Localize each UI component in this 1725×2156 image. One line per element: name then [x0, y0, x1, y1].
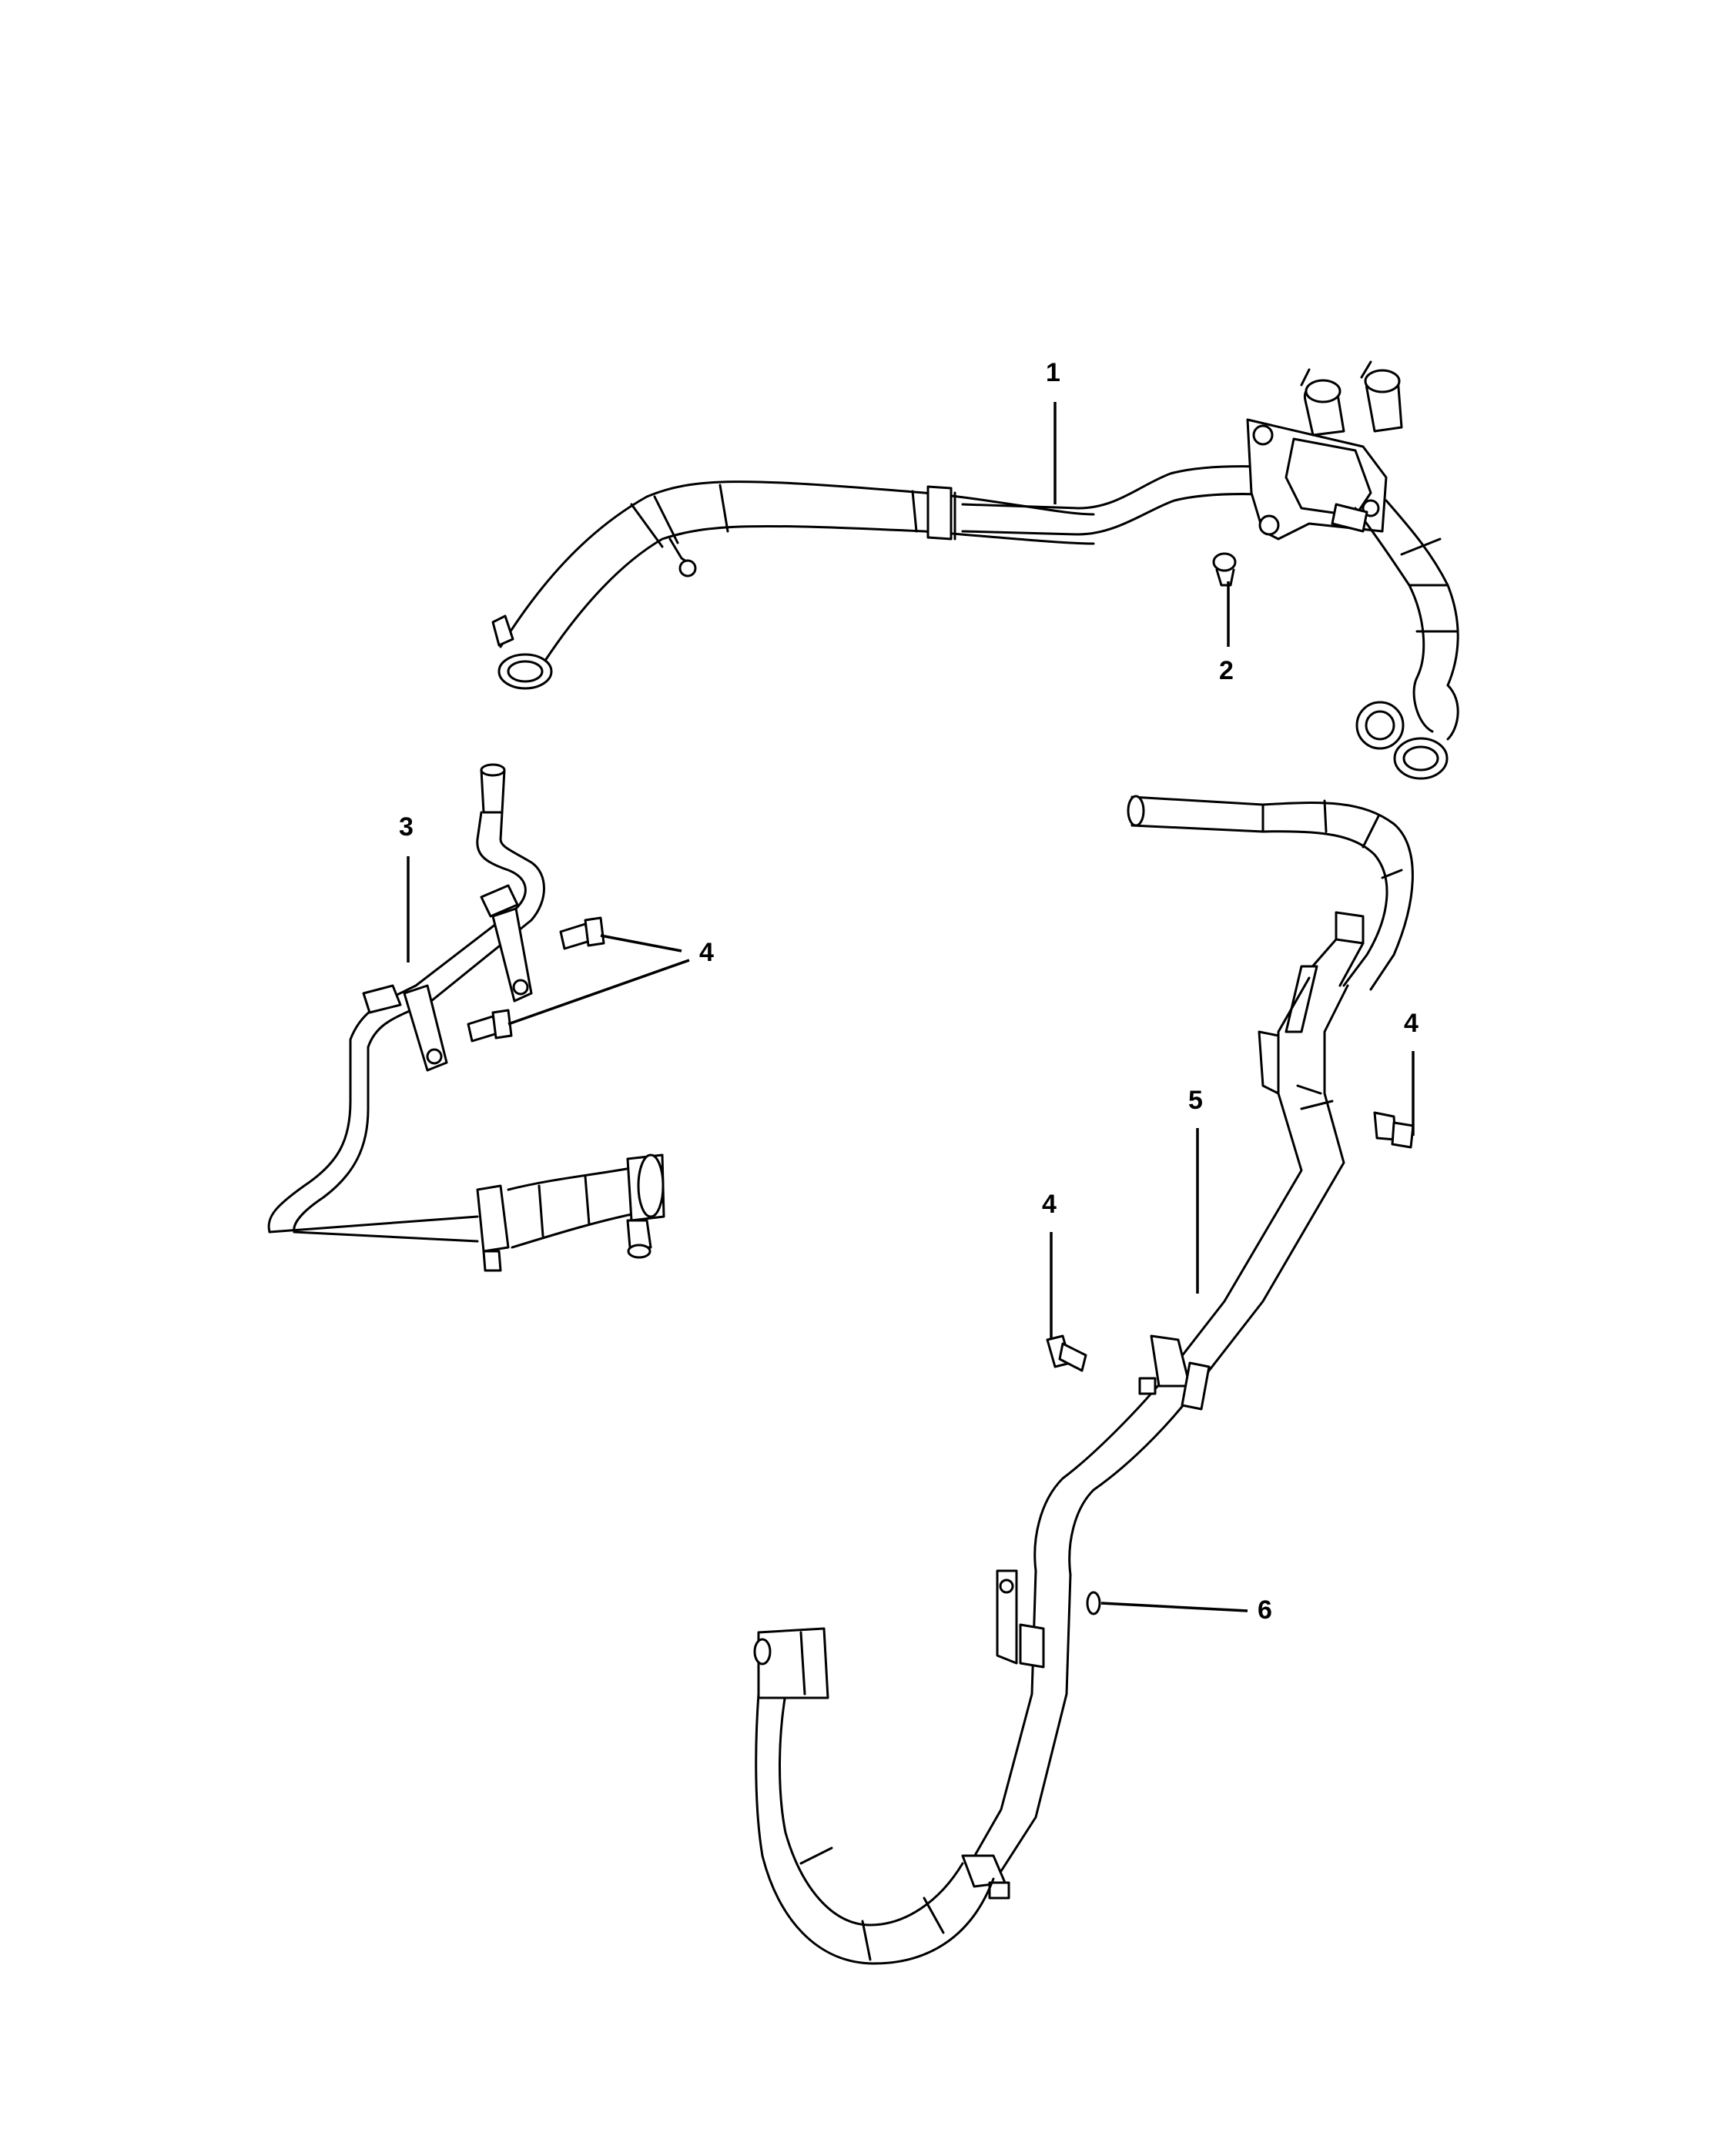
- leader-lines: [407, 402, 1415, 1612]
- callout-4-center: 4: [1042, 1190, 1057, 1219]
- part-3-hose-tube-assembly[interactable]: [267, 763, 665, 1272]
- callout-5: 5: [1188, 1086, 1203, 1115]
- part-2-fastener[interactable]: [1212, 552, 1237, 587]
- part-6-seal[interactable]: [1086, 1591, 1101, 1615]
- callout-2: 2: [1219, 656, 1234, 685]
- callout-6: 6: [1258, 1595, 1272, 1625]
- callout-4-right: 4: [1404, 1009, 1419, 1038]
- part-1-heater-hose-assembly[interactable]: [491, 360, 1459, 780]
- part-4-bolt-d[interactable]: [1373, 1111, 1415, 1149]
- callout-4-left: 4: [699, 938, 714, 967]
- part-4-bolt-a[interactable]: [559, 916, 605, 950]
- callout-1: 1: [1046, 358, 1060, 387]
- part-4-bolt-b[interactable]: [467, 1009, 513, 1043]
- callout-3: 3: [399, 812, 414, 842]
- part-5-hose-tube-assembly[interactable]: [753, 795, 1414, 1965]
- part-4-bolt-c[interactable]: [1046, 1334, 1087, 1372]
